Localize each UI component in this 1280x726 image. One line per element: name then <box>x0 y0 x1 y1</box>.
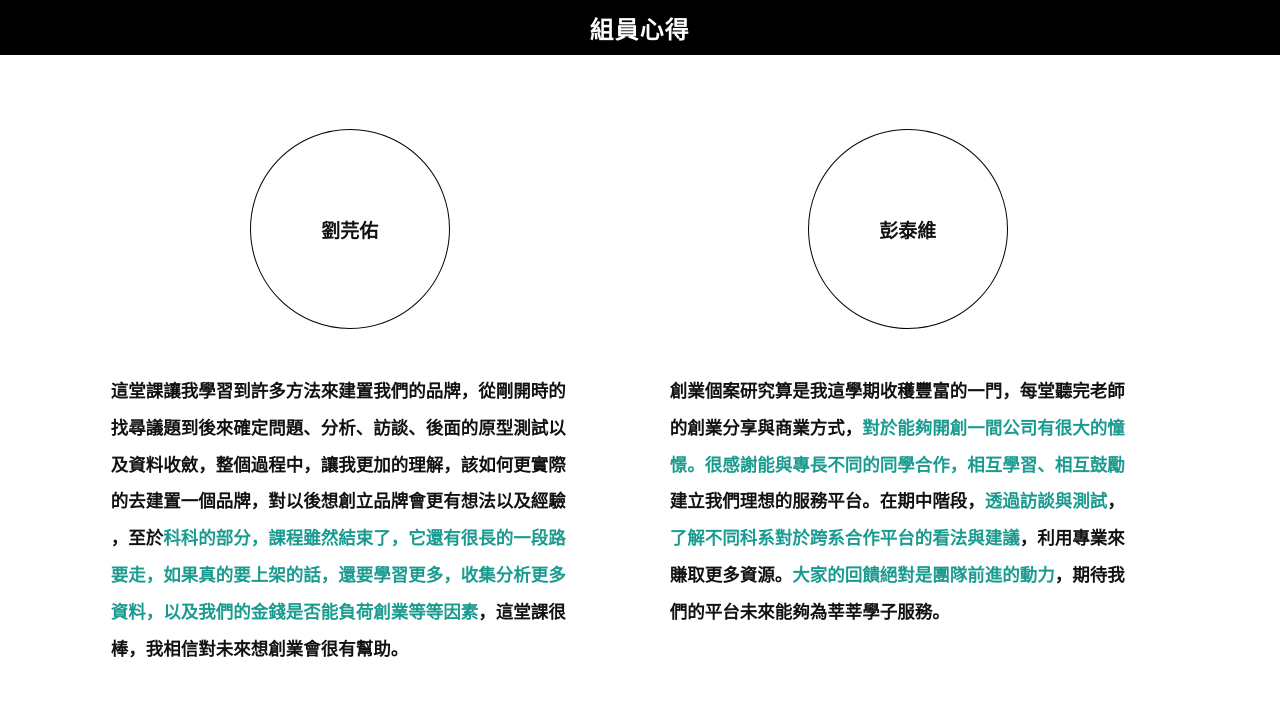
body-text: 的去建置一個品牌，對以後想創立品牌會更有想法以及經驗 <box>111 492 566 513</box>
body-text: ，利用專業來 <box>1020 529 1125 550</box>
reflection-line: 的創業分享與商業方式，對於能夠開創一間公司有很大的憧 <box>670 411 1150 448</box>
reflection-line: 找尋議題到後來確定問題、分析、訪談、後面的原型測試以 <box>111 411 591 448</box>
highlighted-text: 科科的部分，課程雖然結束了，它還有很長的一段路 <box>163 529 567 550</box>
body-text: ，期待我 <box>1055 565 1125 586</box>
body-text: 建立我們理想的服務平台。在期中階段， <box>670 492 985 513</box>
body-text: ， <box>1107 492 1126 513</box>
body-text: 的創業分享與商業方式， <box>670 418 863 439</box>
body-text: 們的平台未來能夠為莘莘學子服務。 <box>670 602 950 623</box>
member-reflection-text: 創業個案研究算是我這學期收穫豐富的一門，每堂聽完老師的創業分享與商業方式，對於能… <box>670 374 1150 632</box>
body-text: 賺取更多資源。 <box>670 565 793 586</box>
body-text: 及資料收斂，整個過程中，讓我更加的理解，該如何更實際 <box>111 455 566 476</box>
reflection-line: 棒，我相信對未來想創業會很有幫助。 <box>111 632 591 669</box>
body-text: ，至於 <box>111 529 164 550</box>
reflection-line: 了解不同科系對於跨系合作平台的看法與建議，利用專業來 <box>670 521 1150 558</box>
page-header: 組員心得 <box>0 0 1280 55</box>
highlighted-text: 對於能夠開創一間公司有很大的憧 <box>862 418 1126 439</box>
body-text: 棒，我相信對未來想創業會很有幫助。 <box>111 639 409 660</box>
body-text: ，這堂課很 <box>478 602 567 623</box>
highlighted-text: 大家的回饋絕對是團隊前進的動力 <box>792 565 1056 586</box>
reflection-line: 賺取更多資源。大家的回饋絕對是團隊前進的動力，期待我 <box>670 558 1150 595</box>
reflection-line: 建立我們理想的服務平台。在期中階段，透過訪談與測試， <box>670 484 1150 521</box>
member-avatar-circle: 劉芫佑 <box>250 129 450 329</box>
member-name: 彭泰維 <box>879 219 937 242</box>
body-text: 找尋議題到後來確定問題、分析、訪談、後面的原型測試以 <box>111 418 566 439</box>
reflection-line: 們的平台未來能夠為莘莘學子服務。 <box>670 595 1150 632</box>
highlighted-text: 了解不同科系對於跨系合作平台的看法與建議 <box>670 529 1020 550</box>
reflection-line: 憬。很感謝能與專長不同的同學合作，相互學習、相互鼓勵 <box>670 448 1150 485</box>
body-text: 這堂課讓我學習到許多方法來建置我們的品牌，從剛開時的 <box>111 382 566 402</box>
body-text: 創業個案研究算是我這學期收穫豐富的一門，每堂聽完老師 <box>670 382 1125 402</box>
highlighted-text: 憬。很感謝能與專長不同的同學合作，相互學習、相互鼓勵 <box>670 455 1125 476</box>
reflection-line: 資料，以及我們的金錢是否能負荷創業等等因素，這堂課很 <box>111 595 591 632</box>
reflection-line: 這堂課讓我學習到許多方法來建置我們的品牌，從剛開時的 <box>111 374 591 411</box>
member-name: 劉芫佑 <box>321 219 379 242</box>
reflection-line: 要走，如果真的要上架的話，還要學習更多，收集分析更多 <box>111 558 591 595</box>
page-title: 組員心得 <box>590 16 690 44</box>
reflection-line: 的去建置一個品牌，對以後想創立品牌會更有想法以及經驗 <box>111 484 591 521</box>
member-avatar-circle: 彭泰維 <box>808 129 1008 329</box>
reflection-line: ，至於科科的部分，課程雖然結束了，它還有很長的一段路 <box>111 521 591 558</box>
member-reflection-text: 這堂課讓我學習到許多方法來建置我們的品牌，從剛開時的找尋議題到後來確定問題、分析… <box>111 374 591 668</box>
highlighted-text: 要走，如果真的要上架的話，還要學習更多，收集分析更多 <box>111 565 566 586</box>
highlighted-text: 資料，以及我們的金錢是否能負荷創業等等因素 <box>111 602 479 623</box>
reflection-line: 創業個案研究算是我這學期收穫豐富的一門，每堂聽完老師 <box>670 374 1150 411</box>
reflection-line: 及資料收斂，整個過程中，讓我更加的理解，該如何更實際 <box>111 448 591 485</box>
highlighted-text: 透過訪談與測試 <box>985 492 1108 513</box>
